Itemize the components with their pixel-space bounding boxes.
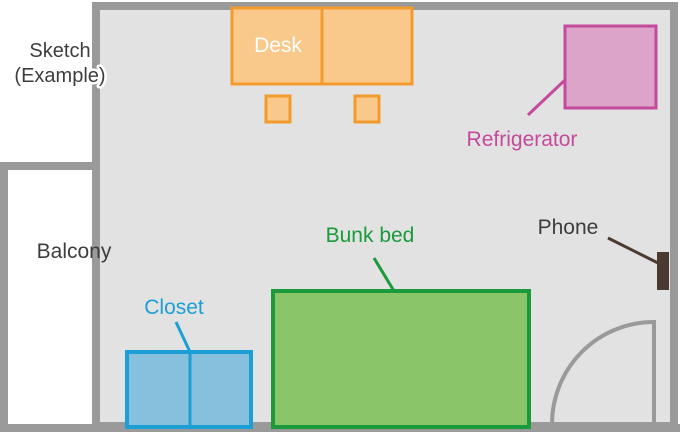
- balcony-divider-wall: [92, 170, 100, 432]
- phone: [657, 252, 669, 290]
- bunk-bed-pointer: [372, 257, 396, 292]
- bunk-bed: [271, 289, 531, 429]
- refrigerator-label: Refrigerator: [467, 128, 578, 151]
- balcony-area: [8, 170, 92, 428]
- phone-pointer: [607, 236, 661, 266]
- sketch-subtitle: (Example): [14, 65, 105, 87]
- refrigerator: [563, 24, 658, 110]
- desk-chair: [264, 94, 292, 124]
- sketch-title: Sketch: [29, 40, 90, 62]
- desk-label: Desk: [254, 34, 302, 57]
- balcony-wall: [0, 162, 92, 432]
- balcony-label: Balcony: [37, 240, 112, 263]
- refrigerator-pointer: [526, 78, 567, 117]
- bunk-bed-label: Bunk bed: [326, 224, 415, 247]
- phone-label: Phone: [538, 216, 599, 239]
- desk-chair: [353, 94, 381, 124]
- closet-pointer: [174, 321, 192, 353]
- door-swing: [550, 319, 656, 425]
- closet-label: Closet: [144, 296, 204, 319]
